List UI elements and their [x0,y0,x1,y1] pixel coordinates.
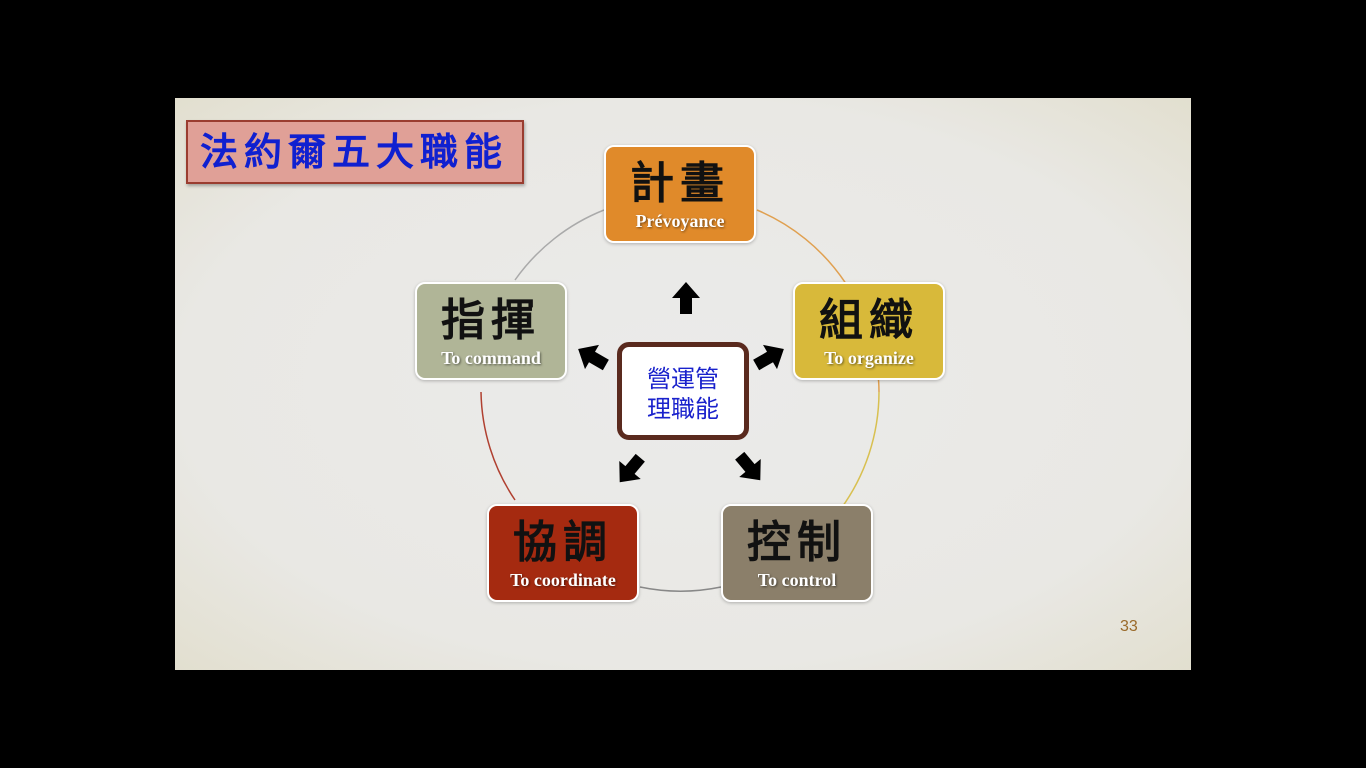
function-en: To coordinate [510,570,616,590]
arc-right-bottom [839,391,880,511]
function-zh: 協調 [513,517,613,568]
arrow-down-right-icon [735,451,761,481]
center-box: 營運管 理職能 [617,342,749,440]
arrow-up-icon [672,282,700,314]
arrow-up-left-icon [578,344,609,371]
arc-left-bottom [480,391,516,501]
center-line-2: 理職能 [647,395,719,423]
arrow-down-left-icon [619,453,645,483]
page-number: 33 [1120,618,1138,635]
function-commanding: 指揮 To command [415,282,567,380]
function-zh: 指揮 [441,295,541,346]
function-en: To command [441,348,541,368]
arc-top-left [514,209,605,281]
function-coordinating: 協調 To coordinate [487,504,639,602]
arc-bottom [639,586,722,592]
function-planning: 計畫 Prévoyance [604,145,756,243]
function-organizing: 組織 To organize [793,282,945,380]
function-controlling: 控制 To control [721,504,873,602]
function-zh: 組織 [819,295,919,346]
function-en: To control [757,570,837,590]
function-en: Prévoyance [635,211,725,231]
function-en: To organize [824,348,914,368]
center-line-1: 營運管 [647,365,719,393]
function-zh: 計畫 [630,158,730,209]
arrow-up-right-icon [753,344,784,371]
slide-title: 法約爾五大職能 [186,120,524,184]
function-zh: 控制 [747,517,847,568]
